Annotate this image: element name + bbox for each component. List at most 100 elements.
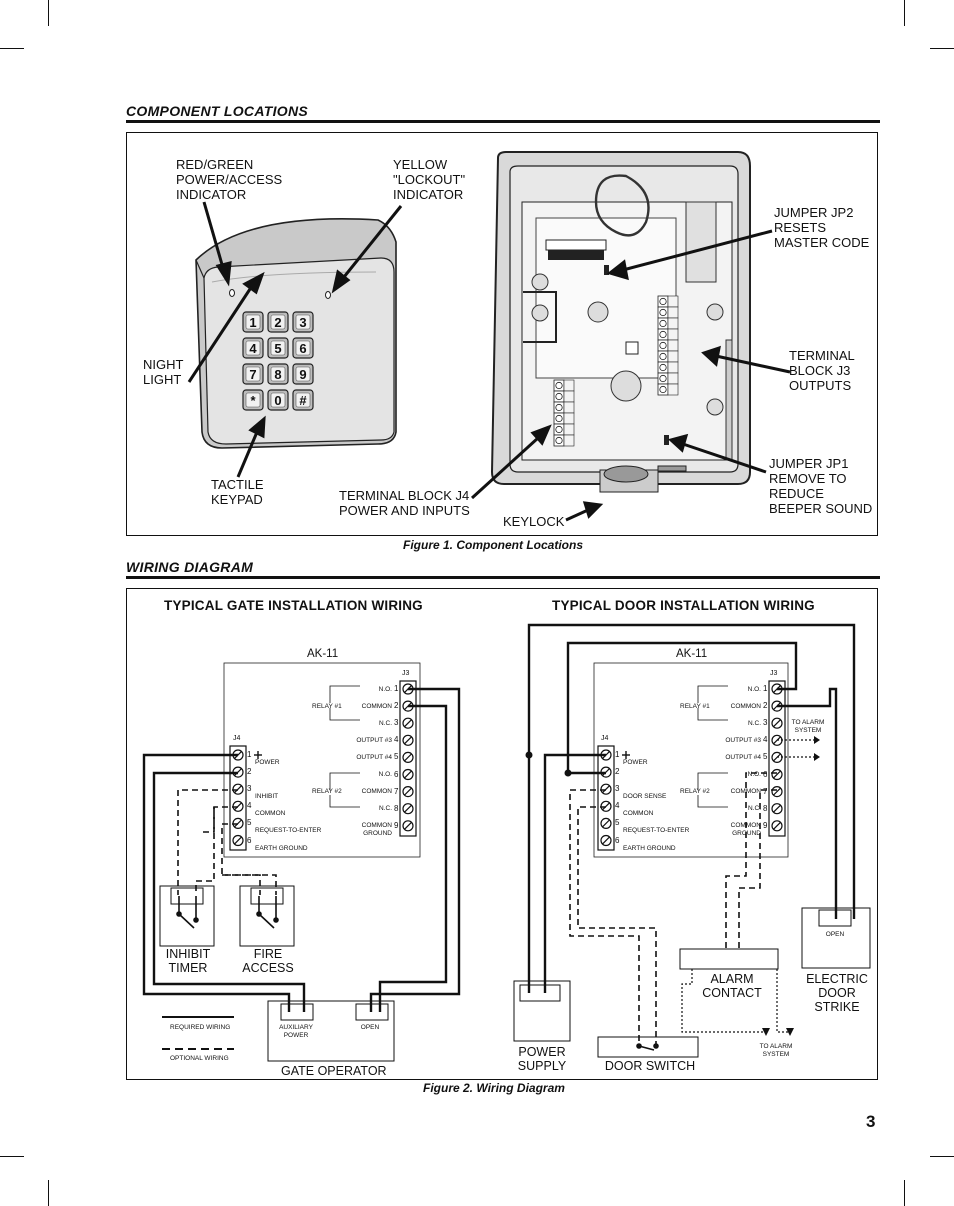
terminal-screw	[600, 834, 612, 847]
svg-text:7: 7	[249, 367, 256, 382]
terminal-screw	[402, 734, 414, 746]
label-keylock: KEYLOCK	[503, 514, 565, 529]
terminal-label: COMMON	[730, 702, 761, 710]
relay2-label-door: RELAY #2	[680, 788, 710, 795]
terminal-label: N.O.	[378, 771, 392, 778]
terminal-number: 3	[763, 718, 768, 728]
terminal-label: POWER	[255, 759, 280, 766]
svg-text:5: 5	[274, 341, 281, 356]
ak11-label-door: AK-11	[676, 648, 708, 660]
terminal-block-j4-illustration	[553, 379, 575, 447]
label-terminal-block-j3: TERMINAL BLOCK J3 OUTPUTS	[789, 348, 855, 393]
terminal-number: 8	[394, 803, 399, 813]
terminal-number: 1	[247, 750, 252, 759]
section-rule	[126, 120, 880, 123]
keypad-key: 1	[242, 311, 264, 333]
relay1-label-door: RELAY #1	[680, 703, 710, 710]
terminal-number: 6	[763, 769, 768, 779]
terminal-number: 5	[394, 752, 399, 762]
crop-mark	[48, 1180, 49, 1206]
figure1-frame	[126, 132, 878, 536]
terminal-number: 4	[247, 801, 252, 811]
label-yellow-lockout-indicator: YELLOW "LOCKOUT" INDICATOR	[393, 157, 466, 202]
terminal-screw	[771, 820, 783, 832]
terminal-number: 9	[763, 820, 768, 830]
terminal-number: 2	[763, 701, 768, 711]
page-number: 3	[866, 1112, 876, 1131]
svg-text:#: #	[299, 393, 307, 408]
terminal-label: EARTH GROUND	[255, 844, 308, 852]
ak11-label-gate: AK-11	[307, 648, 339, 660]
terminal-number: 6	[615, 835, 620, 845]
terminal-label: REQUEST-TO-ENTER	[623, 827, 690, 835]
relay1-label-gate: RELAY #1	[312, 703, 342, 710]
section-title-component-locations: COMPONENT LOCATIONS	[126, 103, 308, 119]
terminal-label: N.C.	[748, 805, 761, 813]
terminal-label: DOOR SENSE	[623, 793, 667, 801]
terminal-number: 1	[615, 750, 620, 759]
label-tactile-keypad: TACTILE KEYPAD	[211, 477, 264, 507]
keypad-key: 6	[292, 337, 314, 359]
legend-optional-wiring: OPTIONAL WIRING	[170, 1055, 229, 1062]
terminal-screw	[402, 803, 414, 815]
terminal-number: 4	[615, 801, 620, 811]
terminal-number: 1	[394, 684, 399, 693]
terminal-screw	[402, 786, 414, 798]
terminal-label: OUTPUT #4	[356, 753, 392, 761]
to-alarm-system-upper: TO ALARM SYSTEM	[791, 719, 825, 734]
terminal-number: 3	[615, 784, 620, 794]
svg-text:0: 0	[274, 393, 281, 408]
terminal-number: 4	[394, 735, 399, 745]
svg-text:6: 6	[299, 341, 306, 356]
terminal-label: COMMON	[361, 788, 392, 796]
terminal-label: N.O.	[378, 685, 392, 693]
terminal-screw	[232, 834, 244, 847]
terminal-number: 7	[763, 786, 768, 796]
terminal-number: 5	[247, 818, 252, 828]
door-switch-label: DOOR SWITCH	[604, 1059, 696, 1073]
svg-text:9: 9	[299, 367, 306, 382]
figure2-frame	[126, 588, 878, 1080]
terminal-screw	[402, 768, 414, 781]
terminal-label: COMMON	[623, 810, 654, 818]
terminal-screw	[600, 817, 612, 829]
terminal-number: 6	[394, 769, 399, 779]
gate-wiring-title: TYPICAL GATE INSTALLATION WIRING	[164, 598, 423, 613]
terminal-label: OUTPUT #3	[356, 736, 392, 744]
aux-power-label: AUXILIARY POWER	[279, 1024, 313, 1039]
open-label-gate: OPEN	[360, 1024, 380, 1031]
gate-operator-label: GATE OPERATOR	[281, 1064, 387, 1078]
to-alarm-system-lower: TO ALARM SYSTEM	[759, 1043, 793, 1058]
svg-text:1: 1	[249, 315, 256, 330]
keypad-key: 7	[242, 363, 264, 385]
terminal-label: OUTPUT #3	[725, 736, 761, 744]
terminal-label: COMMON	[730, 788, 761, 796]
terminal-number: 5	[615, 818, 620, 828]
terminal-label: N.O.	[747, 685, 761, 693]
terminal-number: 2	[615, 767, 620, 777]
terminal-number: 5	[763, 752, 768, 762]
terminal-label: COMMON GROUND	[361, 822, 392, 837]
terminal-screw	[771, 803, 783, 815]
terminal-label: N.C.	[748, 719, 761, 727]
terminal-label: REQUEST-TO-ENTER	[255, 827, 322, 835]
terminal-screw	[771, 786, 783, 798]
keypad-key: *	[242, 389, 264, 411]
keypad-key: 3	[292, 311, 314, 333]
crop-mark	[930, 48, 954, 49]
terminal-number: 7	[394, 786, 399, 796]
terminal-number: 2	[247, 767, 252, 777]
terminal-screw	[402, 751, 414, 763]
keypad-unit	[195, 218, 397, 449]
terminal-number: 2	[394, 701, 399, 711]
label-red-green-indicator: RED/GREEN POWER/ACCESS INDICATOR	[176, 157, 283, 202]
terminal-label: COMMON	[361, 702, 392, 710]
label-night-light: NIGHT LIGHT	[143, 357, 184, 387]
crop-mark	[930, 1156, 954, 1157]
keypad-key: #	[292, 389, 314, 411]
electric-door-strike-label: ELECTRIC DOOR STRIKE	[806, 972, 868, 1014]
j4-label-door: J4	[601, 735, 609, 742]
keypad-key: 4	[242, 337, 264, 359]
